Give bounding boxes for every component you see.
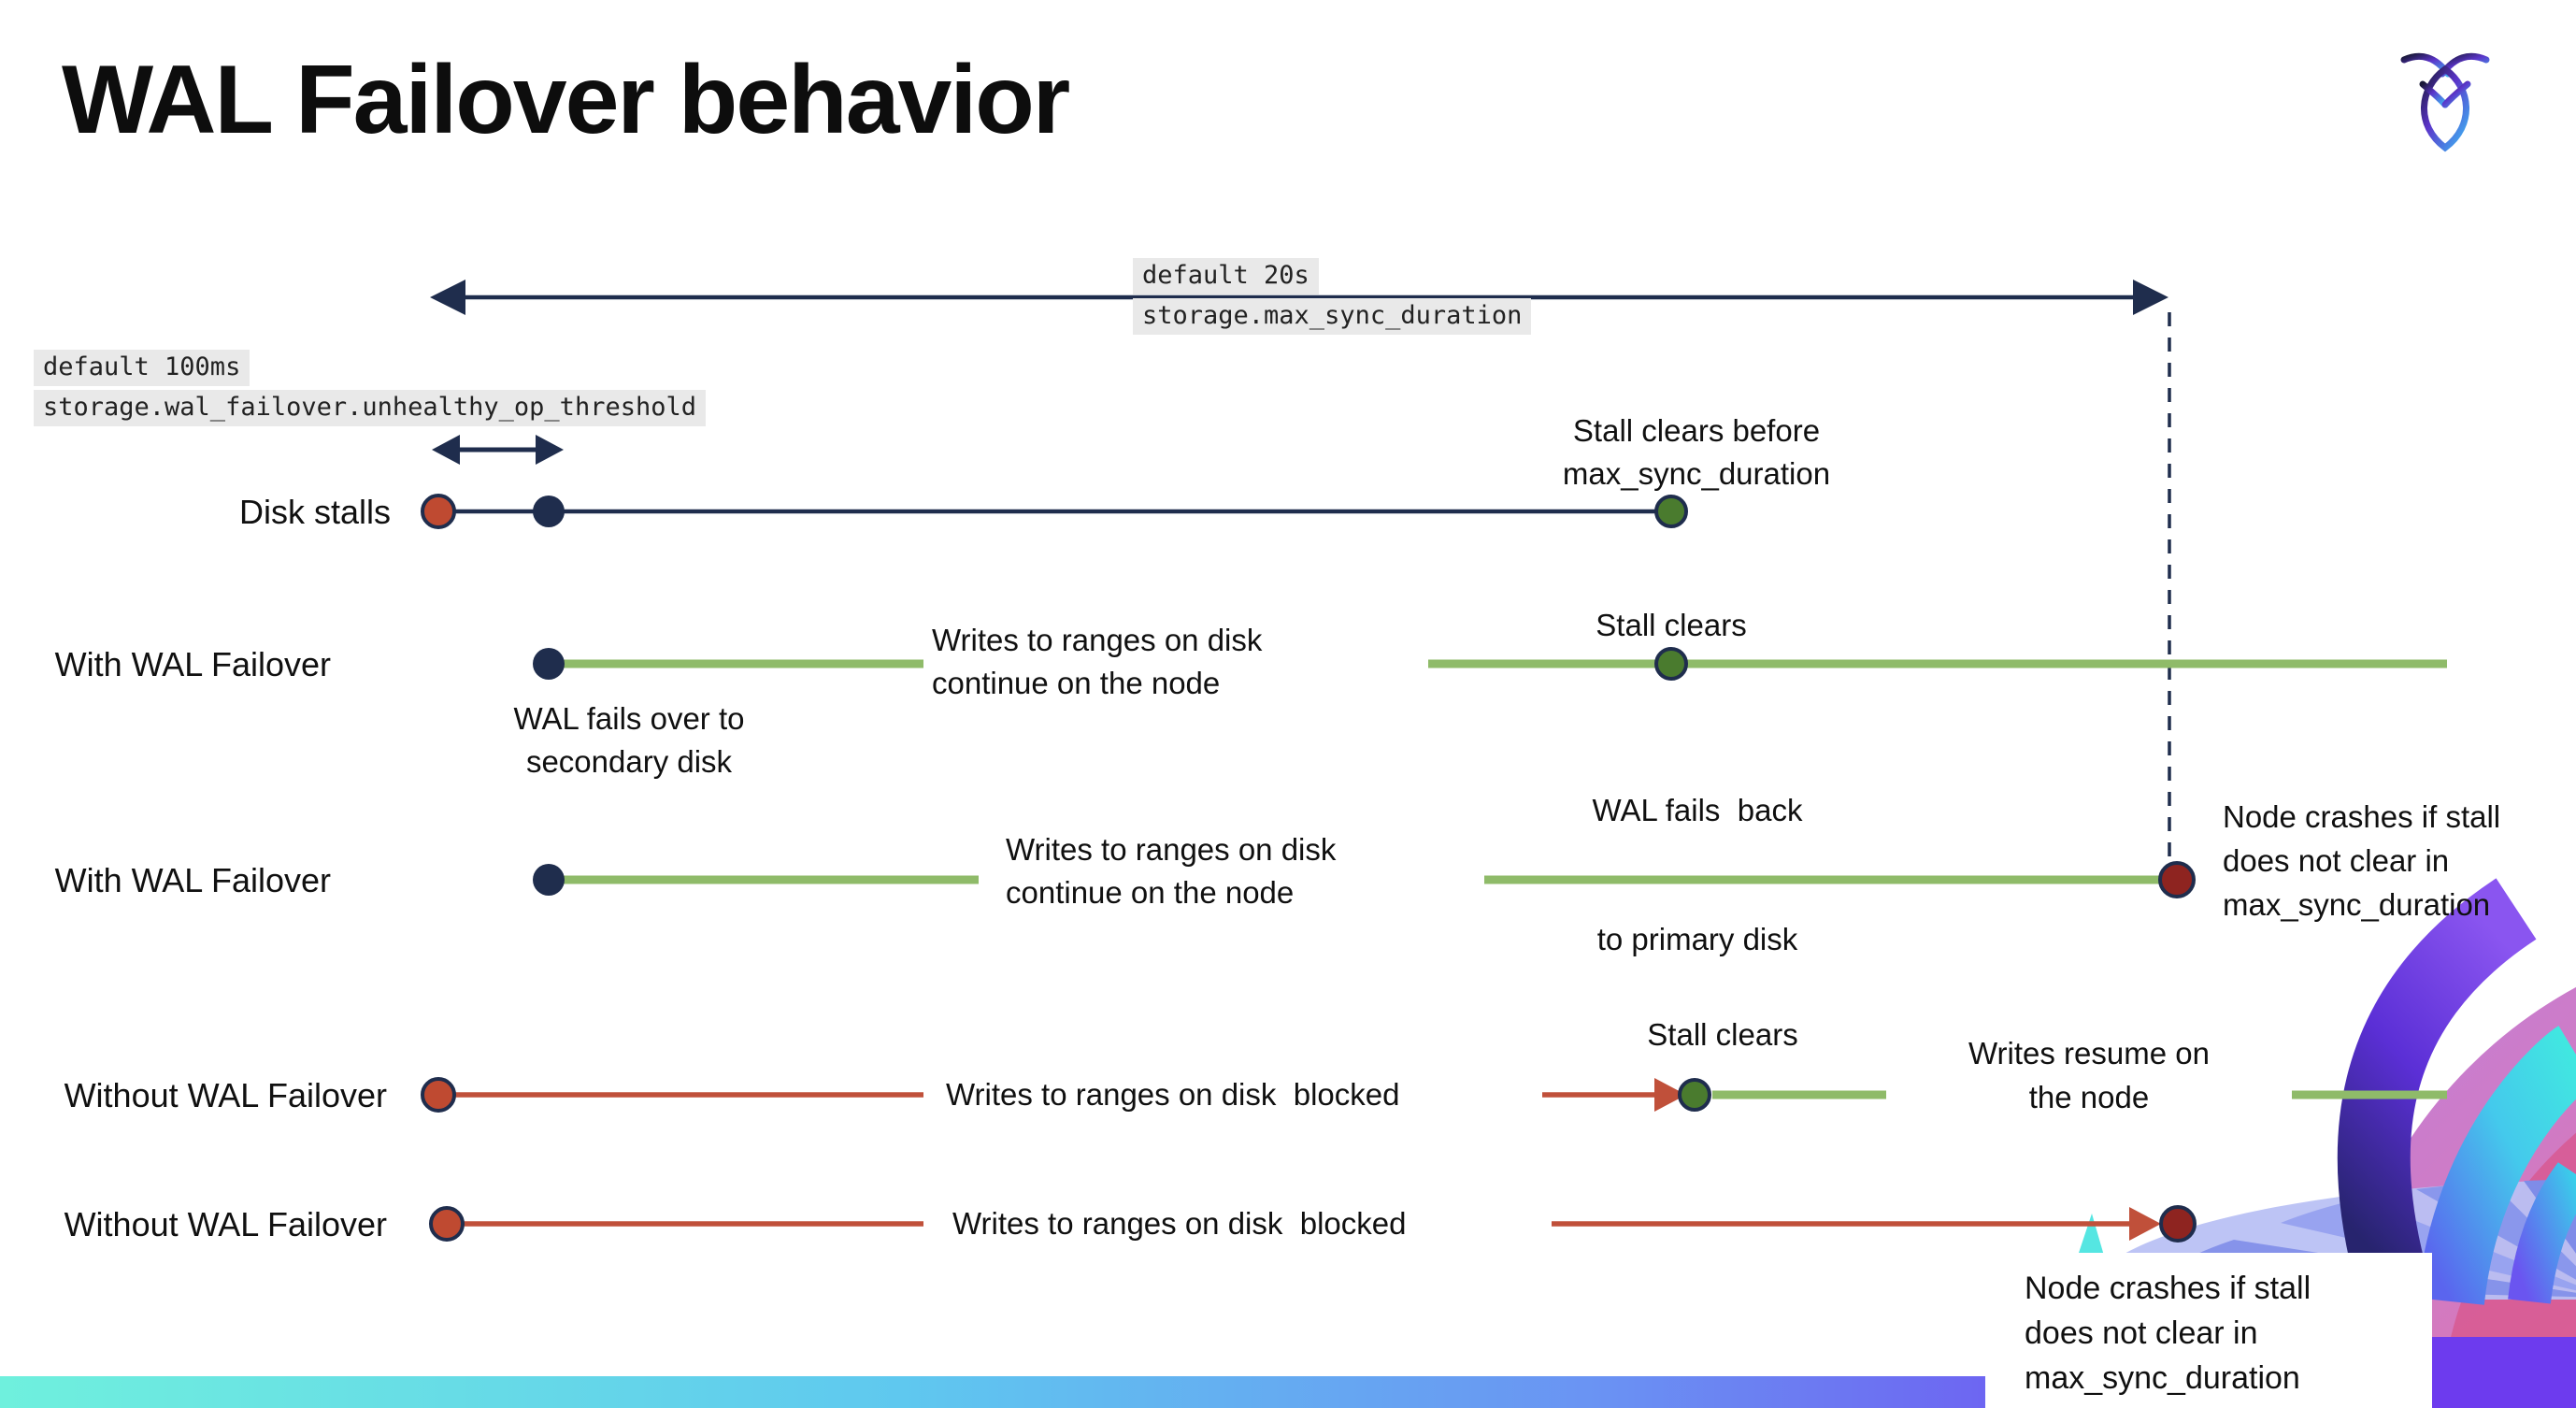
cockroach-labs-logo bbox=[2400, 52, 2490, 152]
timeline-row-no-failover-crash bbox=[429, 1205, 2197, 1243]
stall-clears-dot bbox=[1654, 495, 1688, 528]
node-crash-dot bbox=[2159, 1205, 2197, 1243]
failover-dot bbox=[533, 648, 565, 680]
caption-writes-blocked-row4: Writes to ranges on disk blocked bbox=[946, 1077, 1400, 1112]
brand-art bbox=[2064, 878, 2576, 1408]
timeline-row-failover-crash bbox=[533, 861, 2196, 898]
caption-writes-resume: Writes resume on the node bbox=[1968, 1036, 2210, 1114]
caption-node-crashes-box: Node crashes if stall does not clear in … bbox=[1985, 1253, 2432, 1408]
caption-writes-continue-row3: Writes to ranges on disk continue on the… bbox=[1006, 832, 1337, 910]
row-label-disk-stalls: Disk stalls bbox=[238, 493, 391, 531]
stall-clears-dot bbox=[1678, 1078, 1711, 1112]
annotation-threshold-setting: storage.wal_failover.unhealthy_op_thresh… bbox=[34, 390, 706, 426]
row-label-without-wal-failover-1: Without WAL Failover bbox=[64, 1076, 387, 1114]
annotation-max-sync-setting: storage.max_sync_duration bbox=[1133, 298, 1532, 335]
stall-start-dot bbox=[421, 494, 456, 529]
timeline-row-no-failover-clears bbox=[421, 1077, 2447, 1113]
caption-writes-continue-row2: Writes to ranges on disk continue on the… bbox=[932, 623, 1263, 700]
annotation-threshold-default: default 100ms bbox=[34, 350, 250, 386]
annotation-max-sync-default: default 20s bbox=[1133, 258, 1319, 295]
annotation-max-sync-duration: default 20s storage.max_sync_duration bbox=[1133, 258, 1532, 338]
timeline-row-disk-stalls bbox=[421, 494, 1688, 529]
stall-start-dot bbox=[429, 1206, 465, 1242]
caption-stall-clears-row4: Stall clears bbox=[1647, 1017, 1798, 1052]
row-label-with-wal-failover-2: With WAL Failover bbox=[54, 861, 331, 899]
caption-wal-fails-over: WAL fails over to secondary disk bbox=[513, 701, 745, 779]
annotation-unhealthy-op-threshold: default 100ms storage.wal_failover.unhea… bbox=[34, 350, 706, 430]
caption-node-crashes-row5: Node crashes if stall does not clear in … bbox=[2025, 1271, 2311, 1396]
node-crash-dot bbox=[2158, 861, 2196, 898]
caption-wal-fails-back: WAL fails back to primary disk bbox=[1592, 793, 1803, 956]
stall-start-dot bbox=[421, 1077, 456, 1113]
threshold-dot bbox=[533, 496, 565, 527]
caption-node-crashes-row3: Node crashes if stall does not clear in … bbox=[2223, 799, 2501, 922]
stall-clears-dot bbox=[1654, 647, 1688, 681]
unhealthy-op-threshold-arrow bbox=[432, 435, 564, 465]
max-sync-duration-arrow bbox=[430, 280, 2168, 315]
caption-writes-blocked-row5: Writes to ranges on disk blocked bbox=[952, 1206, 1407, 1241]
row-label-without-wal-failover-2: Without WAL Failover bbox=[64, 1205, 387, 1243]
caption-stall-clears-row2: Stall clears bbox=[1596, 608, 1747, 642]
row-label-with-wal-failover-1: With WAL Failover bbox=[54, 645, 331, 683]
failover-dot bbox=[533, 864, 565, 896]
page-title: WAL Failover behavior bbox=[62, 46, 1070, 154]
caption-stall-clears-before: Stall clears before max_sync_duration bbox=[1562, 413, 1831, 491]
timeline-row-failover-clears bbox=[533, 647, 2447, 681]
